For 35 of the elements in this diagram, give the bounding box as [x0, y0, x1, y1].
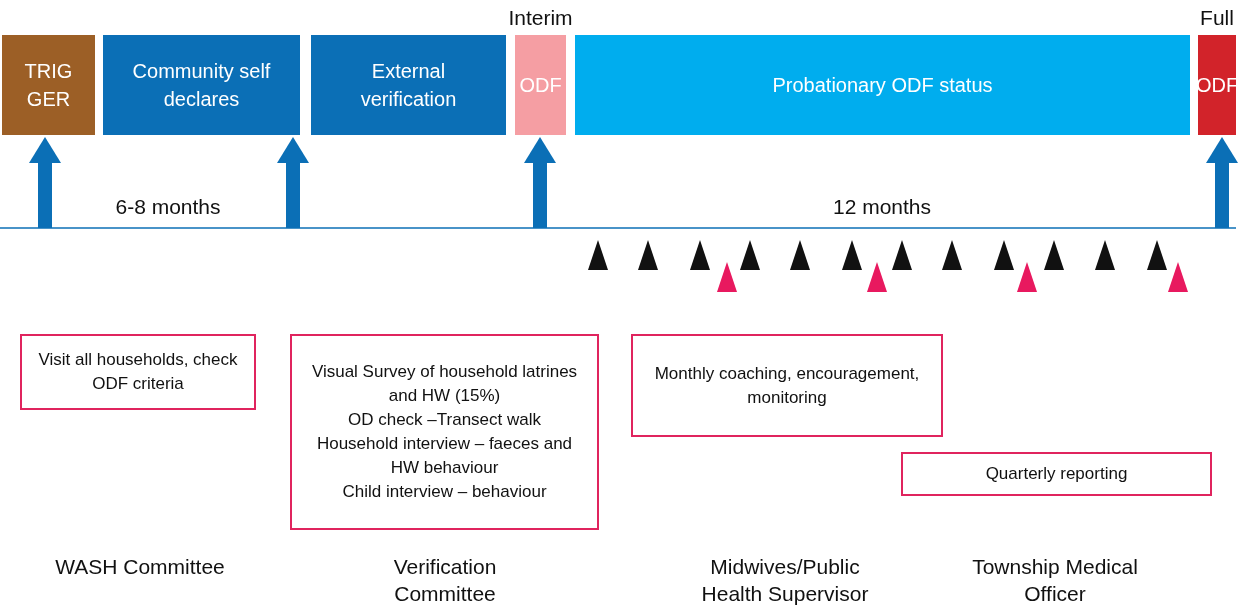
up-arrow	[1206, 137, 1238, 228]
duration-label: 12 months	[831, 194, 933, 220]
stage-caption: Interim	[507, 5, 574, 31]
stage-block	[515, 35, 566, 135]
activity-text: Child interview – behaviour	[342, 481, 547, 503]
activity-text: Visual Survey of household latrines and HW (15%)	[310, 361, 579, 407]
up-arrow	[524, 137, 556, 228]
up-arrow	[277, 137, 309, 228]
activity-box	[631, 334, 943, 437]
stage-label: External verification	[359, 59, 458, 112]
role-label: Midwives/Public Health Supervisor	[700, 554, 870, 607]
activity-text: Monthly coaching, encouragement, monitoring	[653, 362, 921, 409]
activity-text: Quarterly reporting	[985, 463, 1128, 485]
activity-text: Household interview – faeces and HW behaviour	[315, 433, 574, 479]
stage-caption: Full	[1199, 5, 1235, 31]
activity-box	[290, 334, 599, 530]
role-label: Township Medical Officer	[971, 554, 1139, 607]
stage-block	[311, 35, 506, 135]
duration-label: 6-8 months	[114, 194, 222, 220]
role-label: Verification Committee	[392, 554, 498, 607]
stage-label: Probationary ODF status	[772, 73, 993, 98]
activity-text: Visit all households, check ODF criteria	[37, 349, 239, 395]
stage-block	[1198, 35, 1236, 135]
stage-label: TRIG GER	[23, 59, 74, 112]
up-arrow	[29, 137, 61, 228]
activity-box	[901, 452, 1212, 496]
stage-block	[2, 35, 95, 135]
role-label: WASH Committee	[54, 554, 226, 580]
stage-label: ODF	[1195, 73, 1239, 98]
stage-block	[103, 35, 300, 135]
stage-label: ODF	[519, 73, 562, 98]
stage-block	[575, 35, 1190, 135]
activity-box	[20, 334, 256, 410]
stage-label: Community self declares	[131, 59, 272, 112]
activity-text: OD check –Transect walk	[347, 409, 541, 431]
